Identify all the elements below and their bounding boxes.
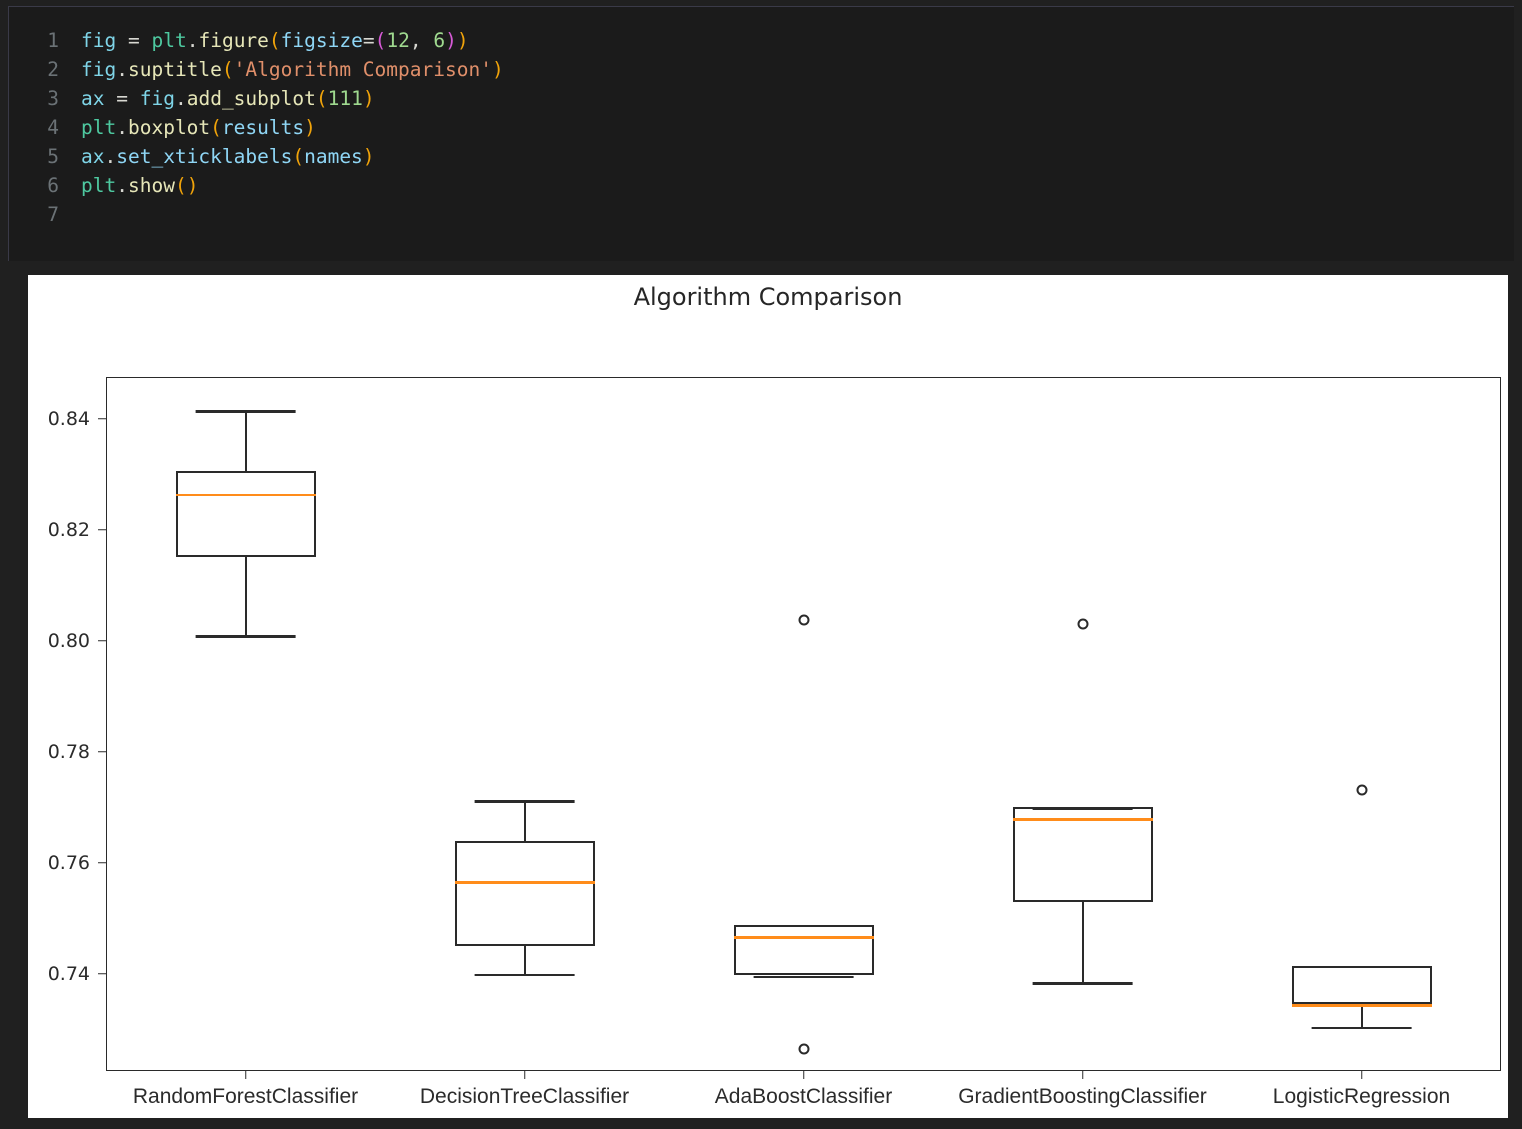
y-axis-tick-label: 0.82 bbox=[47, 518, 90, 541]
x-axis-tick-mark bbox=[802, 1071, 805, 1079]
y-axis-tick-label: 0.78 bbox=[47, 740, 90, 763]
code-token: ( bbox=[292, 145, 305, 168]
x-axis-tick-mark bbox=[1081, 1071, 1084, 1079]
code-token: . bbox=[186, 29, 199, 52]
x-axis-tick-label: DecisionTreeClassifier bbox=[419, 1085, 630, 1108]
code-line[interactable]: 6 plt.show() bbox=[9, 174, 1514, 203]
code-token: boxplot bbox=[127, 116, 211, 139]
code-token: ( bbox=[210, 116, 222, 139]
code-token: ) bbox=[362, 87, 375, 110]
code-token bbox=[104, 87, 116, 110]
code-line-text[interactable]: plt.show() bbox=[81, 174, 198, 197]
y-axis-tick-label: 0.74 bbox=[47, 962, 90, 985]
code-token bbox=[128, 87, 140, 110]
code-token: , bbox=[409, 29, 434, 52]
code-token: . bbox=[116, 58, 128, 81]
code-token: ) bbox=[304, 116, 316, 139]
code-token: . bbox=[174, 87, 187, 110]
code-token: ) bbox=[491, 58, 504, 81]
y-axis-tick-mark bbox=[98, 417, 106, 420]
code-line-text[interactable]: fig = plt.figure(figsize=(12, 6)) bbox=[81, 29, 469, 52]
code-token: fig bbox=[81, 29, 117, 52]
line-number: 6 bbox=[47, 174, 59, 197]
code-token: ( bbox=[268, 29, 281, 52]
line-number: 2 bbox=[47, 58, 59, 81]
code-token: plt bbox=[81, 174, 117, 197]
code-token: = bbox=[362, 29, 375, 52]
code-token: figsize bbox=[280, 29, 363, 52]
y-axis-tick-mark bbox=[98, 639, 106, 642]
code-token: . bbox=[116, 174, 128, 197]
code-token bbox=[140, 29, 152, 52]
y-axis-tick-mark bbox=[98, 862, 106, 864]
code-token: ) bbox=[186, 174, 199, 197]
code-token: ) bbox=[456, 29, 469, 52]
code-line-text[interactable]: fig.suptitle('Algorithm Comparison') bbox=[81, 58, 504, 81]
code-line[interactable]: 5 ax.set_xticklabels(names) bbox=[9, 145, 1514, 174]
x-axis-tick-label: AdaBoostClassifier bbox=[714, 1085, 893, 1108]
code-token bbox=[116, 29, 128, 52]
line-number: 7 bbox=[47, 203, 59, 226]
code-token: ( bbox=[374, 29, 387, 52]
code-line[interactable]: 4 plt.boxplot(results) bbox=[9, 116, 1514, 145]
code-token: plt bbox=[151, 29, 187, 52]
chart-title: Algorithm Comparison bbox=[633, 283, 903, 311]
code-line-text[interactable]: ax = fig.add_subplot(111) bbox=[81, 87, 375, 110]
code-line-text[interactable]: ax.set_xticklabels(names) bbox=[81, 145, 375, 168]
code-token: names bbox=[304, 145, 363, 168]
line-number: 3 bbox=[47, 87, 59, 110]
line-number: 1 bbox=[47, 29, 59, 52]
code-token: ax bbox=[81, 145, 105, 168]
code-token: ax bbox=[81, 87, 105, 110]
code-token: add_subplot bbox=[186, 87, 316, 110]
line-number: 5 bbox=[47, 145, 59, 168]
y-axis-tick-label: 0.80 bbox=[47, 629, 90, 652]
y-axis-tick-mark bbox=[98, 751, 106, 753]
code-token: fig bbox=[139, 87, 175, 110]
plot-axes bbox=[106, 377, 1501, 1071]
y-axis-tick-label: 0.76 bbox=[47, 851, 90, 874]
code-token: fig bbox=[81, 58, 117, 81]
x-axis-tick-label: GradientBoostingClassifier bbox=[958, 1085, 1207, 1108]
code-token: = bbox=[116, 87, 128, 110]
code-line[interactable]: 2 fig.suptitle('Algorithm Comparison') bbox=[9, 58, 1514, 87]
code-line-text[interactable]: plt.boxplot(results) bbox=[81, 116, 316, 139]
code-token: show bbox=[127, 174, 175, 197]
x-axis-tick-mark bbox=[523, 1071, 526, 1079]
code-line[interactable]: 3 ax = fig.add_subplot(111) bbox=[9, 87, 1514, 116]
code-token: . bbox=[104, 145, 117, 168]
code-token: ) bbox=[362, 145, 375, 168]
x-axis-tick-mark bbox=[1360, 1071, 1363, 1079]
code-token: results bbox=[221, 116, 305, 139]
line-number: 4 bbox=[47, 116, 59, 139]
y-axis-tick-label: 0.84 bbox=[47, 407, 90, 430]
code-token: . bbox=[116, 116, 128, 139]
x-axis-tick-mark bbox=[244, 1071, 247, 1079]
code-token: ( bbox=[174, 174, 187, 197]
x-axis-tick-label: RandomForestClassifier bbox=[132, 1085, 359, 1108]
code-line[interactable]: 7 bbox=[9, 203, 1514, 232]
figure-output-panel: Algorithm Comparison 0.74 0.76 0.78 0.80 0.8… bbox=[28, 275, 1508, 1118]
code-token: ( bbox=[315, 87, 328, 110]
code-token: = bbox=[127, 29, 140, 52]
y-axis-tick-mark bbox=[98, 973, 106, 975]
code-token: suptitle bbox=[127, 58, 222, 81]
code-token: plt bbox=[81, 116, 117, 139]
code-token: figure bbox=[198, 29, 269, 52]
code-token: ) bbox=[445, 29, 457, 52]
code-token: 111 bbox=[327, 87, 363, 110]
x-axis-tick-label: LogisticRegression bbox=[1272, 1085, 1451, 1108]
code-token: 12 bbox=[386, 29, 410, 52]
code-token: 6 bbox=[433, 29, 446, 52]
y-axis-tick-mark bbox=[98, 528, 106, 531]
code-token: set_xticklabels bbox=[116, 145, 293, 168]
code-token: 'Algorithm Comparison' bbox=[233, 58, 492, 81]
code-token: ( bbox=[221, 58, 234, 81]
